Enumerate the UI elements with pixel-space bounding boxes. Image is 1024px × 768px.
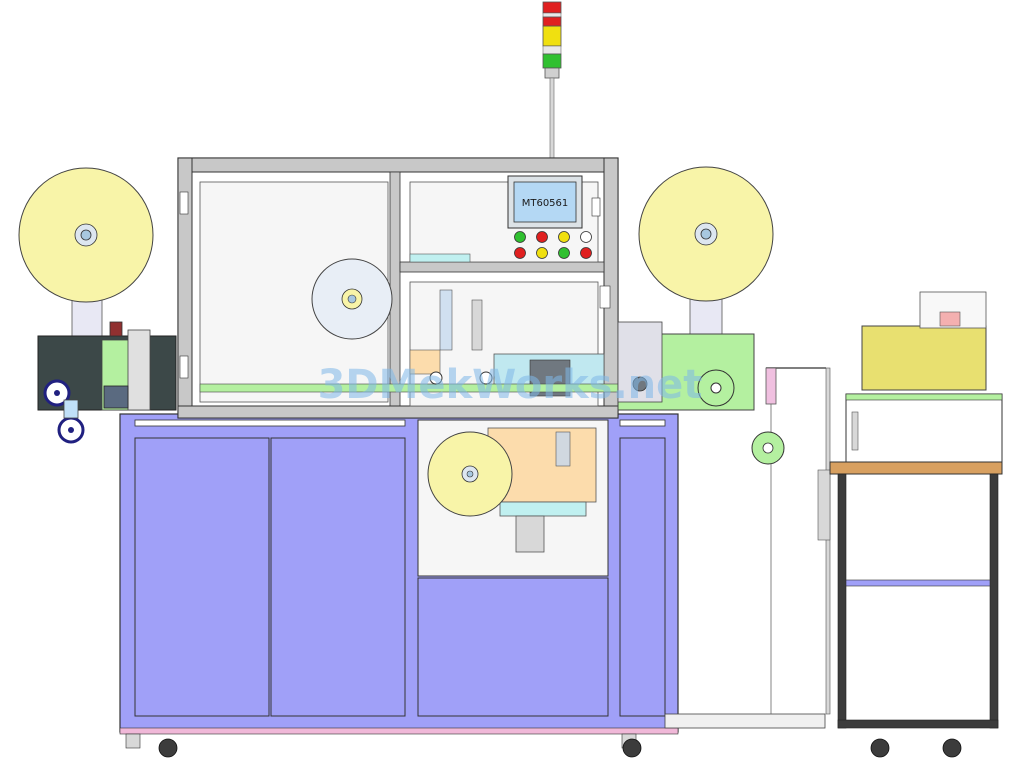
- green-button[interactable]: [558, 247, 570, 259]
- green-button[interactable]: [514, 231, 526, 243]
- red-button[interactable]: [536, 231, 548, 243]
- cabinet-door-2: [270, 437, 406, 717]
- casters: [125, 733, 962, 758]
- caster-wheel: [125, 733, 178, 758]
- tension-rail: [751, 367, 831, 715]
- tower-green-lamp: [542, 53, 562, 69]
- left-spool-assembly: [18, 167, 177, 444]
- inner-spool: [311, 258, 393, 340]
- yellow-button[interactable]: [558, 231, 570, 243]
- hmi-screen: [513, 181, 577, 223]
- side-table: [829, 291, 1003, 729]
- cabinet-door-4: [619, 437, 666, 717]
- signal-tower: [542, 1, 562, 161]
- cabinet-door-3: [417, 577, 609, 717]
- tower-yellow-lamp: [542, 25, 562, 47]
- red-button[interactable]: [514, 247, 526, 259]
- caster-wheel: [870, 738, 890, 758]
- caster-wheel: [621, 733, 642, 758]
- cabinet-door-1: [134, 437, 270, 717]
- hmi-screen-group: MT60561: [507, 175, 601, 229]
- feeder-box: [861, 325, 987, 391]
- mechanism: [199, 289, 619, 397]
- emergency-stop-button[interactable]: [580, 247, 592, 259]
- white-button[interactable]: [580, 231, 592, 243]
- watermark: 3DMekWorks.net: [318, 362, 703, 408]
- control-buttons: [514, 231, 592, 259]
- yellow-button[interactable]: [536, 247, 548, 259]
- caster-wheel: [942, 738, 962, 758]
- table-top: [829, 461, 1003, 475]
- hmi-model-label: MT60561: [522, 198, 569, 209]
- tower-red-lamp: [542, 16, 562, 27]
- lower-window: [417, 419, 609, 577]
- right-spool-assembly: [617, 166, 774, 411]
